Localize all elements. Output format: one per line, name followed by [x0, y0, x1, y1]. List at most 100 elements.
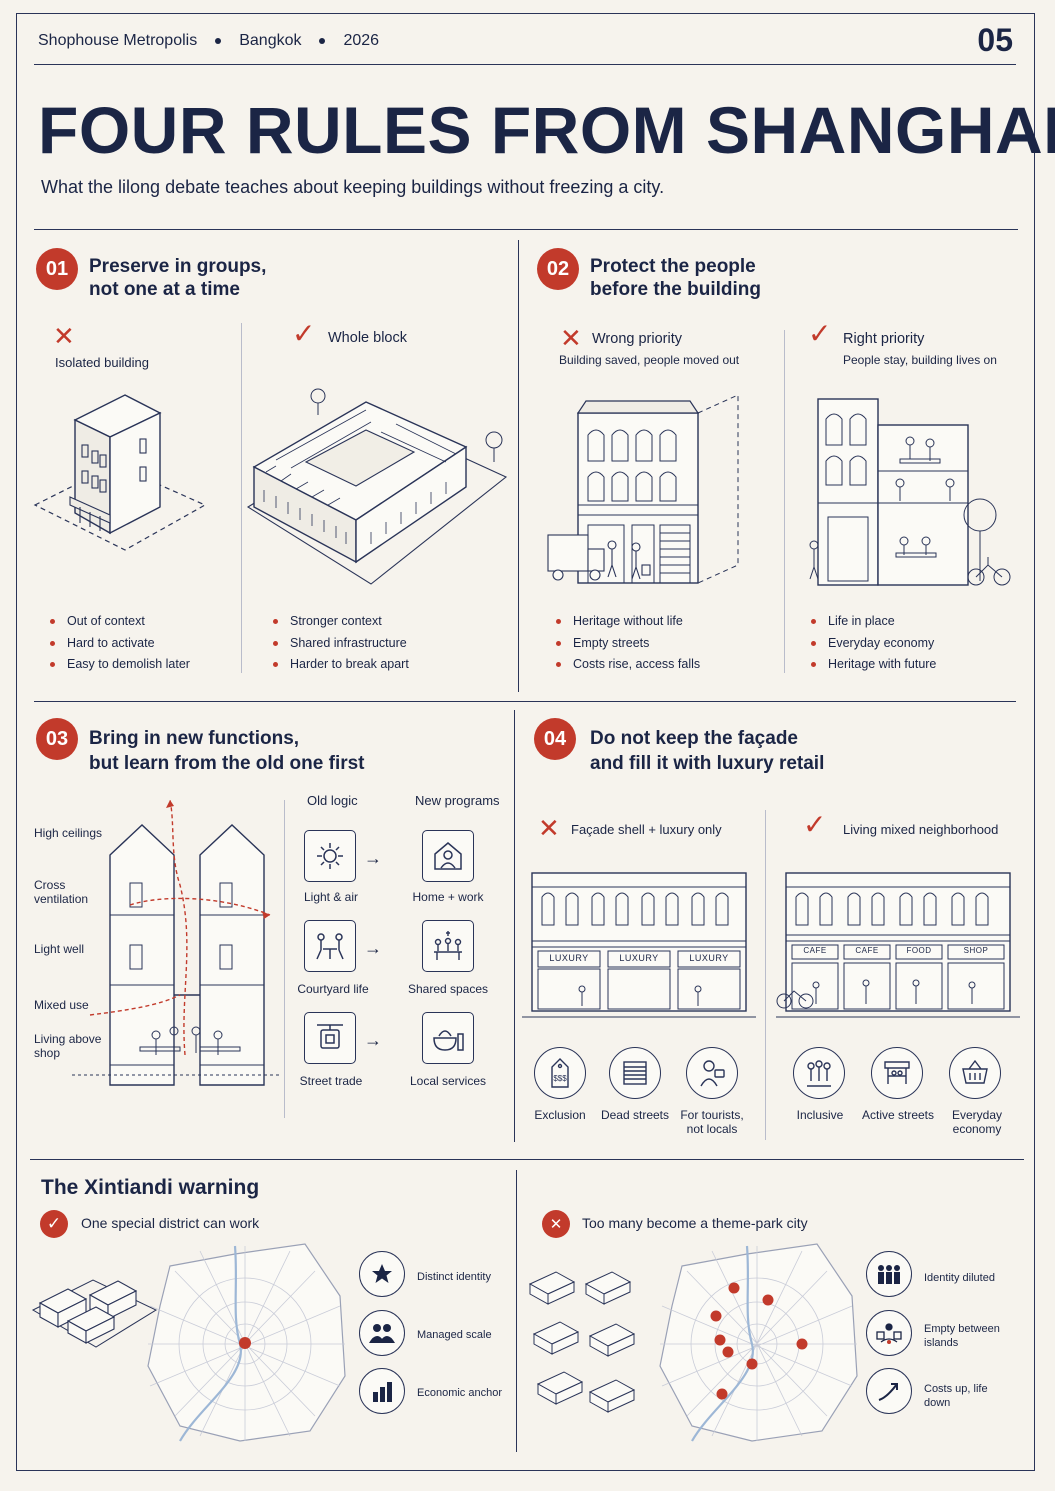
group-table-icon — [422, 920, 474, 972]
section-label: High ceilings — [34, 826, 103, 840]
page-frame — [16, 13, 1035, 1471]
pair-new-label: Local services — [409, 1074, 487, 1088]
rule2-good-points: Life in place Everyday economy Heritage … — [811, 611, 936, 676]
rule2-good-label: Right priority — [843, 331, 925, 347]
icon-label: For tourists, not locals — [680, 1108, 744, 1136]
arrow-right-icon: → — [364, 938, 382, 958]
rule4-heading: Do not keep the façade and fill it with … — [590, 726, 824, 776]
rule3-divider — [284, 800, 285, 1118]
shop-sign: LUXURY — [619, 953, 659, 963]
city-name: Bangkok — [239, 32, 302, 49]
rule2-heading-line1: Protect the people — [590, 256, 756, 277]
page-title: FOUR RULES FROM SHANGHAI — [38, 93, 1055, 167]
pair-new-label: Shared spaces — [407, 982, 489, 996]
icon-label: Inclusive — [796, 1108, 844, 1122]
bar-chart-icon — [359, 1368, 405, 1414]
section-rule — [30, 1159, 1024, 1160]
page-header: Shophouse Metropolis Bangkok 2026 — [38, 32, 379, 50]
list-item: Heritage without life — [556, 611, 700, 633]
list-item: Heritage with future — [811, 654, 936, 676]
list-item: Hard to activate — [50, 633, 190, 655]
scatter-icon — [866, 1310, 912, 1356]
tourist-camera-icon — [686, 1047, 738, 1099]
rule4-heading-line1: Do not keep the façade — [590, 728, 798, 749]
star-icon — [359, 1251, 405, 1297]
column-divider — [514, 710, 515, 1142]
warning-bad-label: Too many become a theme-park city — [582, 1215, 808, 1231]
shop-sign: LUXURY — [689, 953, 729, 963]
rule-number-badge: 03 — [36, 718, 78, 760]
single-district-blocks-illustration — [28, 1255, 158, 1355]
sun-icon — [304, 830, 356, 882]
rule1-good-label: Whole block — [328, 330, 407, 346]
list-item: Shared infrastructure — [273, 633, 409, 655]
feature-label: Identity diluted — [924, 1272, 995, 1284]
column-divider — [516, 1170, 517, 1452]
rule2-heading: Protect the people before the building — [590, 255, 761, 301]
people-group-icon — [793, 1047, 845, 1099]
column-divider — [518, 240, 519, 692]
title-rule — [34, 229, 1018, 230]
rule4-divider — [765, 810, 766, 1140]
rule-number-badge: 02 — [537, 248, 579, 290]
cross-circle-icon: ✕ — [542, 1210, 570, 1238]
old-logic-heading: Old logic — [307, 793, 358, 808]
rule1-bad-label: Isolated building — [55, 355, 149, 370]
lived-in-shophouse-illustration — [800, 385, 1012, 595]
section-label: Mixed use — [34, 998, 89, 1012]
shop-sign: CAFE — [855, 946, 879, 955]
cross-icon: ✕ — [560, 323, 582, 353]
luxury-facade-illustration — [522, 865, 756, 1025]
list-item: Everyday economy — [811, 633, 936, 655]
list-item: Out of context — [50, 611, 190, 633]
new-programs-heading: New programs — [415, 793, 500, 808]
rule4-good-label: Living mixed neighborhood — [843, 822, 999, 837]
icon-label: Exclusion — [534, 1108, 586, 1122]
mixed-neighborhood-illustration — [776, 865, 1020, 1025]
list-item: Empty streets — [556, 633, 700, 655]
arrow-right-icon: → — [364, 848, 382, 868]
rule2-heading-line2: before the building — [590, 279, 761, 300]
rule3-heading: Bring in new functions, but learn from t… — [89, 726, 365, 776]
icon-label: Everyday economy — [951, 1108, 1003, 1136]
price-tag-icon: $$$ — [534, 1047, 586, 1099]
rule1-heading-line2: not one at a time — [89, 279, 240, 300]
rule3-heading-line1: Bring in new functions, — [89, 728, 300, 749]
rule1-heading: Preserve in groups, not one at a time — [89, 255, 266, 301]
icon-label: Dead streets — [600, 1108, 670, 1122]
warning-good-label: One special district can work — [81, 1215, 260, 1231]
rule-number-badge: 01 — [36, 248, 78, 290]
separator-dot — [215, 38, 222, 44]
feature-label: Empty between islands — [924, 1323, 1000, 1349]
year: 2026 — [343, 32, 380, 49]
people-icon — [359, 1310, 405, 1356]
trend-up-icon — [866, 1368, 912, 1414]
market-stall-icon — [871, 1047, 923, 1099]
section-rule — [34, 701, 1016, 702]
shop-sign: SHOP — [963, 946, 989, 955]
list-item: Harder to break apart — [273, 654, 409, 676]
shutter-icon — [609, 1047, 661, 1099]
header-rule — [34, 64, 1016, 65]
many-districts-blocks-illustration — [524, 1262, 654, 1432]
rule1-heading-line1: Preserve in groups, — [89, 256, 267, 277]
feature-label: Costs up, life down — [924, 1383, 988, 1409]
rule2-divider — [784, 330, 785, 673]
page-subtitle: What the lilong debate teaches about kee… — [41, 177, 665, 197]
shop-sign: FOOD — [906, 946, 932, 955]
feature-label: Economic anchor — [417, 1387, 502, 1399]
city-map-single-district — [140, 1236, 350, 1446]
series-name: Shophouse Metropolis — [38, 32, 198, 49]
shophouse-section-illustration — [70, 795, 280, 1095]
svg-text:$$$: $$$ — [553, 1074, 567, 1083]
separator-dot — [319, 38, 326, 44]
check-icon: ✓ — [808, 318, 832, 349]
section-label: Light well — [34, 942, 85, 956]
home-person-icon — [422, 830, 474, 882]
rule1-good-points: Stronger context Shared infrastructure H… — [273, 611, 409, 676]
basket-icon — [949, 1047, 1001, 1099]
rule2-good-sub: People stay, building lives on — [843, 353, 997, 367]
rule4-heading-line2: and fill it with luxury retail — [590, 753, 825, 774]
check-icon: ✓ — [803, 809, 827, 840]
cross-icon: ✕ — [53, 321, 75, 351]
